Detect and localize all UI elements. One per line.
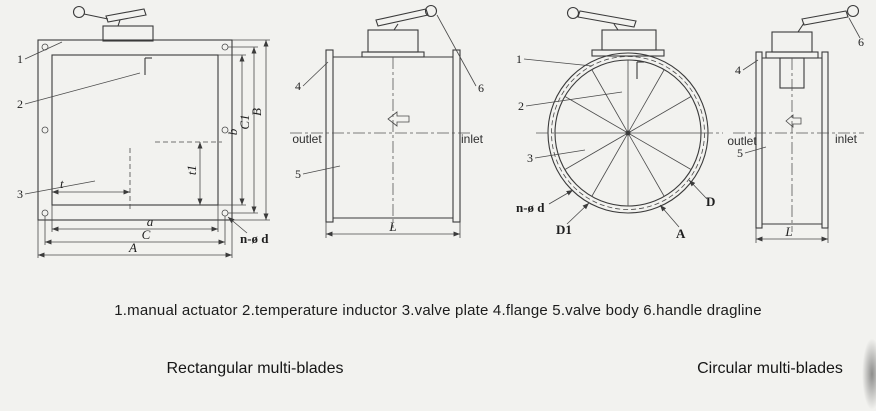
dim-label-b: b [225, 128, 240, 135]
dim-label-t: t [60, 176, 64, 191]
bolt-note-label: n-ø d [516, 200, 545, 215]
dim-label-L: L [388, 219, 396, 234]
bolt-note-leader [548, 189, 574, 205]
actuator-box [601, 29, 657, 51]
dim-A-leader [659, 204, 680, 228]
rect-front-outline [37, 39, 233, 221]
dim-label-D1: D1 [556, 222, 572, 237]
actuator-plate [361, 51, 425, 58]
bolt-note-label: n-ø d [240, 231, 269, 246]
construction-lines [129, 141, 222, 210]
dim-label-C: C [142, 227, 151, 242]
flange-right [821, 51, 829, 229]
callout-3: 3 [17, 187, 23, 201]
parts-legend: 1.manual actuator 2.temperature inductor… [114, 302, 762, 319]
callout-1: 1 [516, 52, 522, 66]
scan-artifact [862, 338, 876, 410]
flow-arrow-icon [785, 114, 802, 128]
dim-D-leader [688, 179, 708, 200]
callout-4: 4 [735, 63, 741, 77]
bolt-note-leader [227, 216, 248, 234]
callout-1: 1 [17, 52, 23, 66]
blade-spokes [555, 60, 701, 206]
dim-label-L: L [784, 224, 792, 239]
actuator-plate [591, 49, 665, 57]
callout-leaders [302, 14, 477, 175]
dim-label-A: A [676, 226, 686, 241]
callout-leaders [24, 41, 141, 195]
flow-arrow-icon [387, 111, 410, 127]
temperature-inductor-mark [144, 57, 152, 75]
dim-D1-leader [566, 202, 590, 225]
dim-label-A: A [128, 240, 137, 255]
actuator-plate [765, 51, 819, 59]
flange-left [755, 51, 763, 229]
callout-6: 6 [858, 35, 864, 49]
dim-label-B: B [249, 108, 264, 116]
callout-5: 5 [295, 167, 301, 181]
handle-icon [375, 4, 438, 31]
dim-label-C1: C1 [237, 114, 252, 129]
inlet-label: inlet [835, 132, 858, 146]
rect-side-view: 4 5 6 outlet inlet L [290, 4, 484, 238]
actuator-box [102, 25, 154, 42]
outlet-label: outlet [727, 134, 757, 148]
dim-label-t1: t1 [184, 165, 199, 175]
circ-side-view: 4 5 6 outlet inlet L [727, 4, 864, 243]
callout-6: 6 [478, 81, 484, 95]
temperature-inductor-mark [636, 61, 644, 79]
rect-front-view: 1 2 3 t t1 b C1 B [17, 5, 270, 258]
callout-leaders [742, 17, 861, 154]
callout-2: 2 [518, 99, 524, 113]
callout-5: 5 [737, 146, 743, 160]
dim-label-a: a [147, 214, 154, 229]
actuator-box [771, 31, 813, 53]
callout-2: 2 [17, 97, 23, 111]
handle-icon [797, 4, 860, 33]
circ-front-view: 1 2 3 n-ø d D1 A D [516, 6, 723, 241]
handle-icon [72, 5, 147, 27]
actuator-box [367, 29, 419, 53]
callout-4: 4 [295, 79, 301, 93]
flange-left [325, 49, 334, 223]
technical-drawing: 1 2 3 t t1 b C1 B [17, 4, 864, 258]
outlet-label: outlet [292, 132, 322, 146]
handle-icon [566, 6, 637, 31]
flange-right [452, 49, 461, 223]
inlet-label: inlet [461, 132, 484, 146]
callout-3: 3 [527, 151, 533, 165]
rectangular-caption: Rectangular multi-blades [166, 360, 344, 377]
dim-label-D: D [706, 194, 715, 209]
callout-leaders [523, 58, 623, 159]
circular-caption: Circular multi-blades [697, 360, 843, 377]
